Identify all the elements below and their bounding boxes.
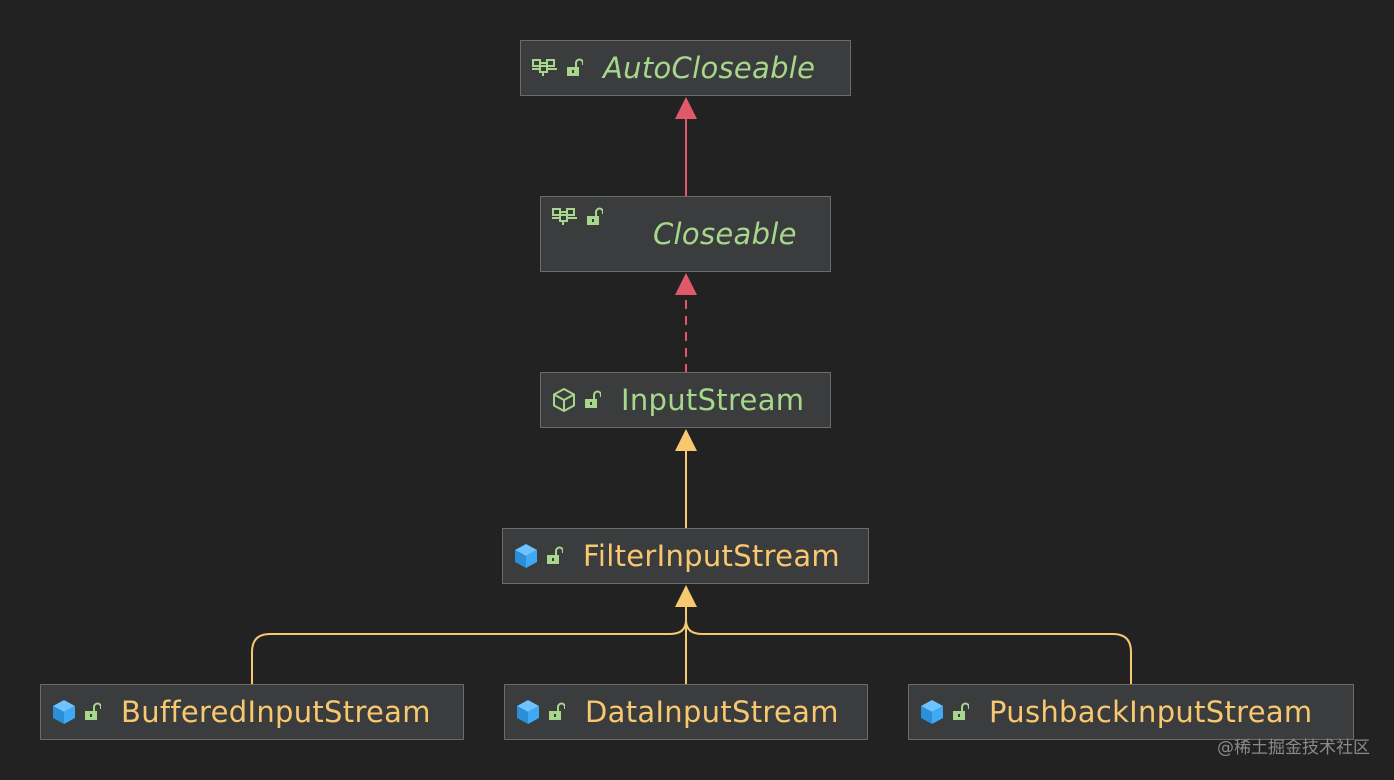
edge-filterinputstream-to-inputstream-arrowhead bbox=[675, 429, 697, 451]
node-label: PushbackInputStream bbox=[989, 695, 1313, 729]
interface-icon bbox=[552, 208, 577, 225]
node-label: Closeable bbox=[653, 217, 797, 251]
class-icon bbox=[921, 700, 943, 724]
node-label: AutoCloseable bbox=[603, 51, 816, 85]
node-label: DataInputStream bbox=[585, 695, 839, 729]
node-icons bbox=[551, 387, 601, 413]
node-pushbackinputstream[interactable]: PushbackInputStream bbox=[908, 684, 1354, 740]
node-icons bbox=[51, 699, 101, 725]
node-label: FilterInputStream bbox=[583, 539, 840, 573]
node-filterinputstream[interactable]: FilterInputStream bbox=[502, 528, 869, 584]
class-icon bbox=[517, 700, 539, 724]
lock-open-icon bbox=[549, 702, 565, 720]
lock-open-icon bbox=[547, 546, 563, 564]
edge-subclasses-to-filterinputstream-arrowhead bbox=[675, 585, 697, 607]
lock-open-icon bbox=[587, 207, 603, 225]
node-bufferedinputstream[interactable]: BufferedInputStream bbox=[40, 684, 464, 740]
lock-open-icon bbox=[585, 390, 601, 408]
abstract-class-icon bbox=[553, 388, 575, 412]
node-icons bbox=[515, 699, 565, 725]
node-label: BufferedInputStream bbox=[121, 695, 431, 729]
edge-pushbackinputstream-to-filterinputstream bbox=[685, 619, 1132, 685]
lock-open-icon bbox=[953, 702, 969, 720]
watermark: @稀土掘金技术社区 bbox=[1217, 738, 1370, 758]
node-autocloseable[interactable]: AutoCloseable bbox=[520, 40, 851, 96]
lock-open-icon bbox=[567, 58, 583, 76]
interface-icon bbox=[532, 59, 557, 76]
node-icons bbox=[531, 58, 583, 78]
edge-inputstream-to-closeable-arrowhead bbox=[675, 273, 697, 295]
edge-closeable-to-autocloseable-arrowhead bbox=[675, 97, 697, 119]
lock-open-icon bbox=[85, 702, 101, 720]
class-icon bbox=[53, 700, 75, 724]
edge-bufferedinputstream-to-filterinputstream bbox=[251, 619, 687, 685]
node-datainputstream[interactable]: DataInputStream bbox=[504, 684, 868, 740]
node-closeable[interactable]: Closeable bbox=[540, 196, 831, 272]
node-icons bbox=[513, 543, 563, 569]
class-icon bbox=[515, 544, 537, 568]
node-inputstream[interactable]: InputStream bbox=[540, 372, 831, 428]
node-label: InputStream bbox=[621, 383, 805, 417]
node-icons bbox=[919, 699, 969, 725]
node-icons bbox=[551, 207, 603, 227]
